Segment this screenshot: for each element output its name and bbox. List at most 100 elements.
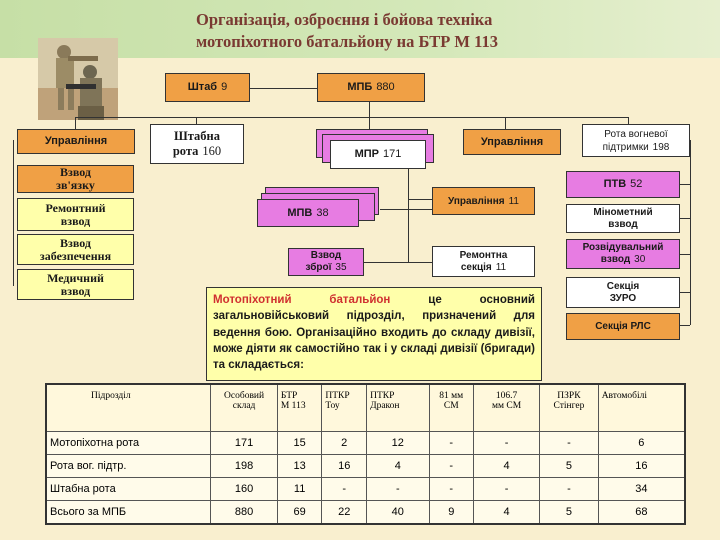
title-line-1: Організація, озброєння і бойова техніка bbox=[196, 10, 493, 29]
table-cell: 13 bbox=[276, 454, 323, 478]
connector bbox=[680, 292, 690, 293]
node-label: підтримки bbox=[602, 141, 649, 153]
table-cell: 22 bbox=[321, 500, 368, 525]
node-count: 160 bbox=[202, 144, 222, 158]
connector bbox=[369, 101, 370, 117]
node-count: 35 bbox=[335, 262, 347, 273]
node-label: МПР bbox=[354, 148, 380, 160]
soldiers-photo bbox=[38, 38, 118, 120]
connector bbox=[250, 88, 317, 89]
node-label: взвод bbox=[608, 218, 638, 230]
table-cell: 6 bbox=[597, 431, 686, 455]
connector bbox=[505, 117, 506, 129]
connector bbox=[13, 140, 14, 286]
node-count: 30 bbox=[634, 254, 646, 265]
table-cell: 16 bbox=[597, 454, 686, 478]
node-upravlinnia-left: Управління bbox=[17, 129, 135, 154]
table-row: Рота вог. підтр. 198 13 16 4 - 4 5 16 bbox=[45, 454, 686, 478]
connector bbox=[364, 262, 432, 263]
node-label: Штаб bbox=[187, 81, 218, 93]
table-cell: 12 bbox=[366, 431, 430, 455]
table-cell: - bbox=[428, 477, 475, 501]
node-label: рота bbox=[172, 144, 199, 158]
table-cell: - bbox=[472, 477, 541, 501]
node-upravlinnia-center: Управління bbox=[463, 129, 561, 155]
node-count: 38 bbox=[316, 206, 329, 219]
description-paragraph: Мотопіхотний батальйон це основний загал… bbox=[206, 287, 542, 381]
connector bbox=[75, 117, 628, 118]
node-label: Управління bbox=[44, 135, 108, 147]
table-cell: 68 bbox=[597, 500, 686, 525]
paragraph-highlight: Мотопіхотний батальйон bbox=[213, 294, 391, 306]
node-count: 11 bbox=[508, 195, 519, 207]
node-label: взвод bbox=[60, 213, 91, 228]
table-cell: 5 bbox=[539, 500, 599, 525]
soldiers-icon bbox=[38, 38, 118, 120]
table-cell: 9 bbox=[428, 500, 475, 525]
node-count: 880 bbox=[376, 81, 395, 93]
table-cell: - bbox=[366, 477, 430, 501]
table-cell: - bbox=[539, 477, 599, 501]
node-label: секція bbox=[460, 261, 492, 273]
node-label: ЗУРО bbox=[609, 292, 637, 304]
table-cell: 4 bbox=[366, 454, 430, 478]
table-header-cell: Автомобілі bbox=[597, 383, 686, 432]
connector bbox=[408, 168, 409, 262]
table-cell: 34 bbox=[597, 477, 686, 501]
table-row: Мотопіхотна рота 171 15 2 12 - - - 6 bbox=[45, 431, 686, 455]
node-label: взвод bbox=[600, 254, 631, 265]
connector bbox=[369, 117, 370, 129]
title-line-2: мотопіхотного батальйону на БТР М 113 bbox=[196, 32, 498, 51]
node-count: 52 bbox=[630, 178, 643, 190]
node-label: зв'язку bbox=[56, 178, 95, 192]
node-count: 198 bbox=[652, 141, 670, 153]
node-label: Управління bbox=[447, 195, 505, 207]
table-row: Всього за МПБ 880 69 22 40 9 4 5 68 bbox=[45, 500, 686, 525]
node-sektsiia-rls: Секція РЛС bbox=[566, 313, 680, 340]
node-count: 171 bbox=[383, 148, 402, 160]
node-label: Управління bbox=[480, 135, 544, 148]
table-cell: 4 bbox=[472, 454, 541, 478]
node-label: Штабна bbox=[174, 129, 220, 143]
table-cell: - bbox=[321, 477, 368, 501]
table-cell: 69 bbox=[276, 500, 323, 525]
page-title: Організація, озброєння і бойова техніка … bbox=[196, 9, 716, 53]
node-label: Рота вогневої bbox=[604, 128, 668, 140]
node-label: Медичний bbox=[47, 270, 104, 285]
table-cell: Мотопіхотна рота bbox=[45, 431, 212, 455]
table-cell: 40 bbox=[366, 500, 430, 525]
node-label: Взвод bbox=[60, 165, 91, 179]
table-cell: - bbox=[428, 431, 475, 455]
node-label: Секція bbox=[606, 280, 640, 292]
table-cell: 15 bbox=[276, 431, 323, 455]
node-label: МПБ bbox=[347, 81, 373, 93]
node-label: Ремонтний bbox=[45, 200, 106, 215]
table-cell: 2 bbox=[321, 431, 368, 455]
node-label: МПВ bbox=[287, 206, 313, 219]
table-cell: 4 bbox=[472, 500, 541, 525]
table-cell: Штабна рота bbox=[45, 477, 212, 501]
table-cell: Всього за МПБ bbox=[45, 500, 212, 525]
node-label: забезпечення bbox=[39, 248, 112, 263]
connector bbox=[680, 325, 690, 326]
table-header-cell: Підрозділ bbox=[45, 383, 212, 432]
table-cell: 16 bbox=[321, 454, 368, 478]
table-cell: 5 bbox=[539, 454, 599, 478]
